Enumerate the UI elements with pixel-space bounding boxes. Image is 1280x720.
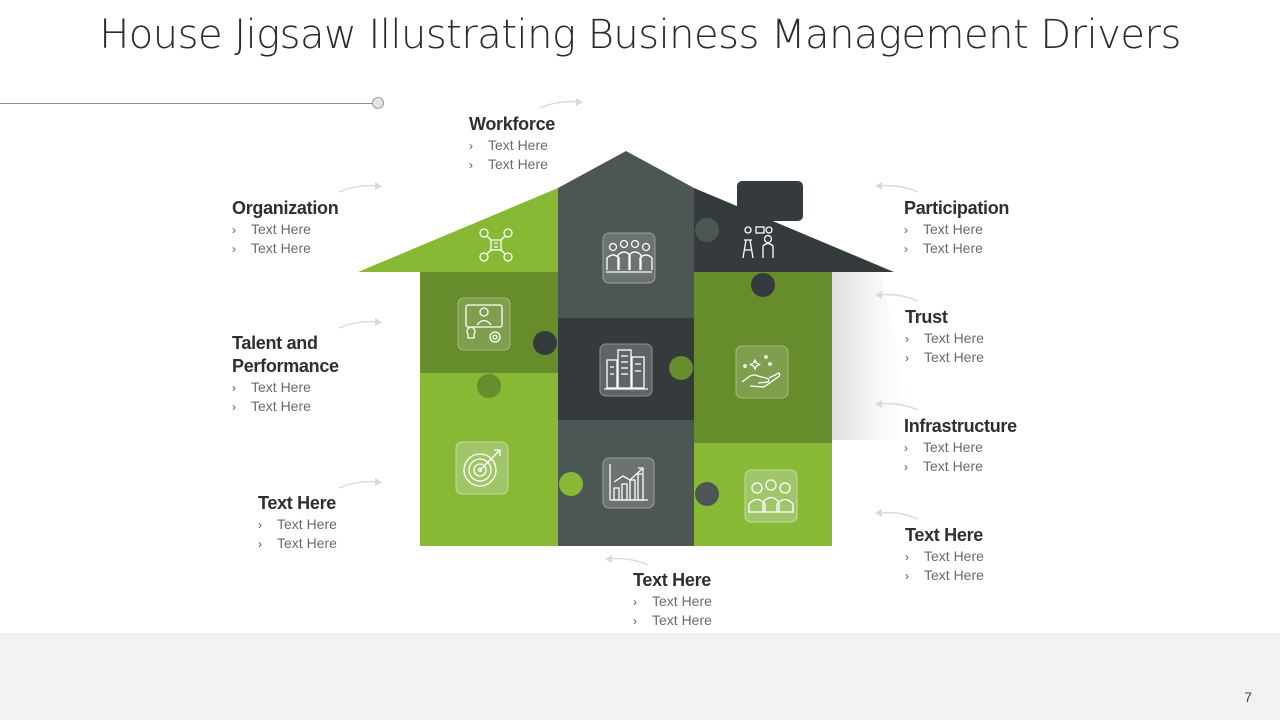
knob [669,356,693,380]
decorative-dot [372,97,384,109]
arrow-right-icon [338,318,382,329]
infrastructure-item: Text Here [904,438,1017,457]
talent-item: Text Here [232,397,339,416]
team-members-icon [744,469,798,523]
arrow-right-icon [338,182,382,193]
trust-block: Trust Text Here Text Here [905,306,984,367]
infrastructure-item: Text Here [904,457,1017,476]
arrow-right-icon [338,478,382,489]
infrastructure-heading: Infrastructure [904,416,1017,436]
participation-item: Text Here [904,220,1009,239]
arrow-left-icon [875,400,919,411]
left-bottom-heading: Text Here [258,493,337,513]
workforce-item: Text Here [469,155,555,174]
organization-item: Text Here [232,239,338,258]
right-bottom-item: Text Here [905,547,984,566]
chimney [737,181,803,221]
presenter-icon [742,226,774,259]
knob [751,273,775,297]
arrow-left-icon [875,182,919,193]
knob [559,472,583,496]
left-bottom-item: Text Here [258,515,337,534]
page-title: House Jigsaw Illustrating Business Manag… [99,12,1181,58]
arrow-left-icon [875,291,919,302]
right-bottom-block: Text Here Text Here Text Here [905,524,984,585]
knob [695,482,719,506]
organization-item: Text Here [232,220,338,239]
organization-heading: Organization [232,198,339,218]
talent-item: Text Here [232,378,339,397]
house-shadow [832,272,920,440]
arrow-left-icon [605,555,649,566]
left-bottom-block: Text Here Text Here Text Here [258,492,337,553]
knob [559,218,583,242]
left-bottom-item: Text Here [258,534,337,553]
knob [477,374,501,398]
talent-block: Talent and Performance Text Here Text He… [232,332,339,416]
organization-block: Organization Text Here Text Here [232,197,339,258]
trust-item: Text Here [905,348,984,367]
employee-settings-icon [457,297,511,351]
decorative-line [0,103,374,104]
trust-heading: Trust [905,307,948,327]
infrastructure-block: Infrastructure Text Here Text Here [904,415,1017,476]
knob [695,218,719,242]
team-group-icon [602,232,656,284]
arrow-left-icon [875,509,919,520]
talent-heading-line1: Talent and [232,333,318,353]
hand-sparkle-icon [735,345,789,399]
growth-chart-icon [602,457,655,509]
arrow-right-icon [539,98,583,109]
bottom-center-block: Text Here Text Here Text Here [633,569,712,630]
bottom-center-item: Text Here [633,592,712,611]
trust-item: Text Here [905,329,984,348]
house-jigsaw [358,151,920,546]
target-arrow-icon [455,441,509,495]
workforce-heading: Workforce [469,114,555,134]
participation-heading: Participation [904,198,1010,218]
piece-organization [358,188,558,272]
participation-item: Text Here [904,239,1009,258]
participation-block: Participation Text Here Text Here [904,197,1009,258]
page-number: 7 [1244,689,1252,705]
right-bottom-item: Text Here [905,566,984,585]
talent-heading-line2: Performance [232,356,339,376]
knob [533,331,557,355]
right-bottom-heading: Text Here [905,525,984,545]
footer-bar [0,633,1280,720]
workforce-item: Text Here [469,136,555,155]
workforce-block: Workforce Text Here Text Here [469,113,555,174]
bottom-center-item: Text Here [633,611,712,630]
network-people-icon [479,228,513,262]
bottom-center-heading: Text Here [633,570,712,590]
office-buildings-icon [599,343,653,397]
